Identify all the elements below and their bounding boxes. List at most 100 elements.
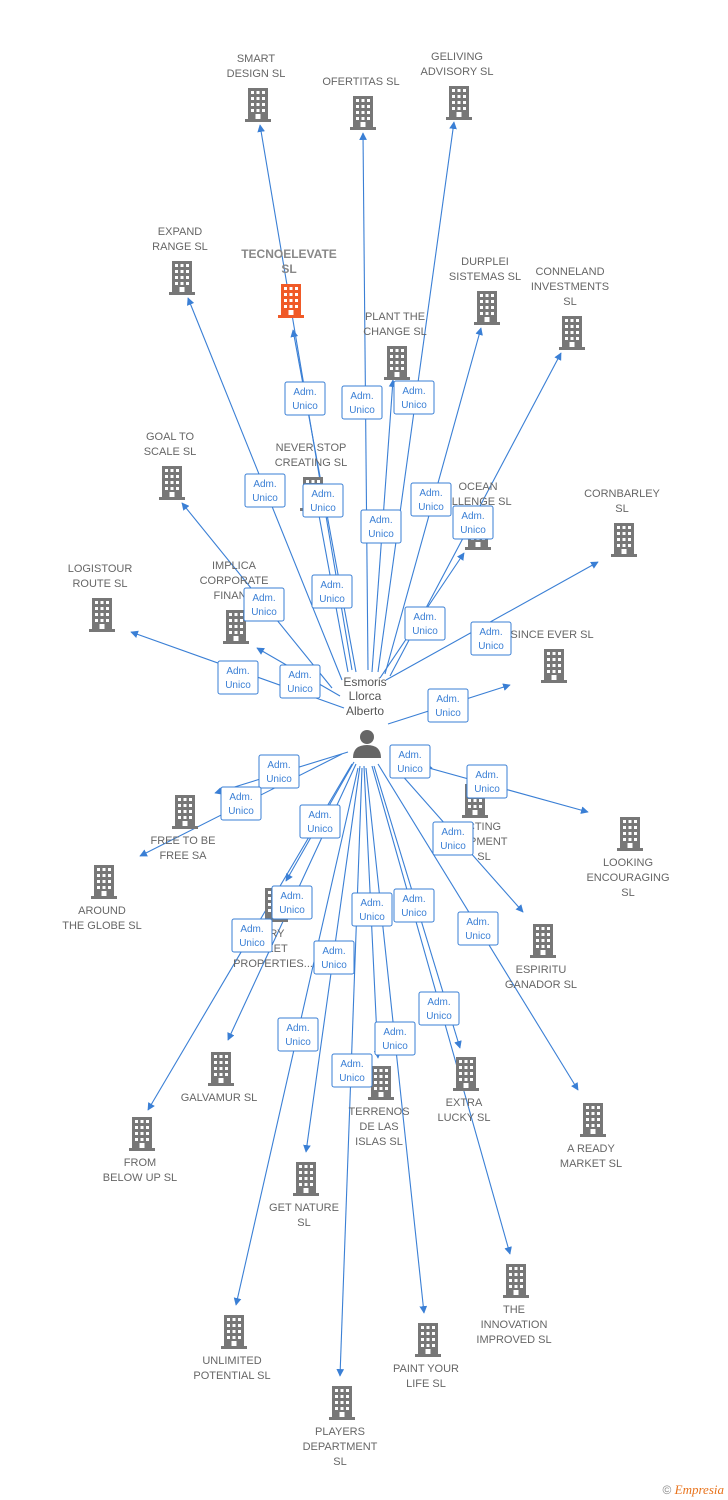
role-badge-goal-to-scale-sl[interactable]: Adm.Unico <box>243 587 285 622</box>
badge-text-line: Unico <box>321 960 347 971</box>
badge-box <box>393 380 435 415</box>
role-badge-since-ever-sl[interactable]: Adm.Unico <box>427 688 469 723</box>
role-badge-expand-range-sl[interactable]: Adm.Unico <box>244 473 286 508</box>
badge-box <box>452 505 494 540</box>
role-badge-durplei-sistemas-sl[interactable]: Adm.Unico <box>410 482 452 517</box>
role-badge-around-the-globe-sl[interactable]: Adm.Unico <box>220 786 262 821</box>
badge-text-line: Unico <box>412 626 438 637</box>
role-badge-cornbarley-sl[interactable]: Adm.Unico <box>470 621 512 656</box>
company-label-line: NEVER STOP <box>276 442 347 454</box>
center-person[interactable]: Esmoris Llorca Alberto <box>343 675 387 758</box>
role-badge-luxury-market-properties[interactable]: Adm.Unico <box>299 804 341 839</box>
role-badge-smart-design-sl[interactable]: Adm.Unico <box>284 381 326 416</box>
badge-text-line: Unico <box>435 708 461 719</box>
company-label-line: ESPIRITU <box>516 964 567 976</box>
role-badge-free-to-be-free-sa[interactable]: Adm.Unico <box>258 754 300 789</box>
badge-text-line: Adm. <box>311 489 334 500</box>
role-badge-logistour-route-sl[interactable]: Adm.Unico <box>217 660 259 695</box>
role-badge-paint-your-life-sl[interactable]: Adm.Unico <box>374 1021 416 1056</box>
company-node-ofertitas-sl[interactable]: OFERTITAS SL <box>322 76 400 130</box>
badge-box <box>311 574 353 609</box>
badge-text-line: Unico <box>465 931 491 942</box>
company-node-since-ever-sl[interactable]: SINCE EVER SL <box>510 629 594 683</box>
company-label-line: SL <box>281 262 296 276</box>
badge-text-line: Adm. <box>253 479 276 490</box>
company-label-line: CHANGE SL <box>363 326 427 338</box>
badge-box <box>313 940 355 975</box>
role-badge-tecnoelevate-sl[interactable]: Adm.Unico <box>302 483 344 518</box>
role-badge-geliving-advisory-sl[interactable]: Adm.Unico <box>393 380 435 415</box>
role-badge-acting-development-sl[interactable]: Adm.Unico <box>389 744 431 779</box>
role-badge-ocean-challenge-sl[interactable]: Adm.Unico <box>404 606 446 641</box>
badge-box <box>457 911 499 946</box>
badge-text-line: Unico <box>418 502 444 513</box>
role-badge-terrenos-de-las-islas-sl[interactable]: Adm.Unico <box>351 892 393 927</box>
role-badge-unlimited-potential-sl[interactable]: Adm.Unico <box>277 1017 319 1052</box>
company-label-line: INVESTMENTS <box>531 281 609 293</box>
role-badge-extra-lucky-sl[interactable]: Adm.Unico <box>393 888 435 923</box>
company-label-line: TECNOELEVATE <box>241 247 337 261</box>
role-badge-a-ready-market-sl[interactable]: Adm.Unico <box>457 911 499 946</box>
badge-text-line: Adm. <box>340 1059 363 1070</box>
company-label-line: ADVISORY SL <box>421 66 494 78</box>
building-icon <box>474 291 500 325</box>
company-label-line: OFERTITAS SL <box>322 76 399 88</box>
role-badge-looking-encouraging-sl[interactable]: Adm.Unico <box>466 764 508 799</box>
role-badge-espiritu-ganador-sl[interactable]: Adm.Unico <box>432 821 474 856</box>
company-label-line: BELOW UP SL <box>103 1172 177 1184</box>
company-node-galvamur-sl[interactable]: GALVAMUR SL <box>181 1052 258 1104</box>
badge-text-line: Unico <box>460 525 486 536</box>
badge-box <box>220 786 262 821</box>
role-badge-plant-the-change-sl[interactable]: Adm.Unico <box>360 509 402 544</box>
role-badge-galvamur-sl[interactable]: Adm.Unico <box>271 885 313 920</box>
role-badge-get-nature-sl[interactable]: Adm.Unico <box>313 940 355 975</box>
badge-text-line: Adm. <box>267 760 290 771</box>
badge-text-line: Adm. <box>398 750 421 761</box>
badge-text-line: Unico <box>382 1041 408 1052</box>
role-badge-from-below-up-sl[interactable]: Adm.Unico <box>231 918 273 953</box>
role-badge-conneland-investments-sl[interactable]: Adm.Unico <box>452 505 494 540</box>
badge-text-line: Unico <box>401 908 427 919</box>
badge-text-line: Adm. <box>226 666 249 677</box>
badge-text-line: Unico <box>285 1037 311 1048</box>
badge-text-line: Adm. <box>369 515 392 526</box>
role-badge-players-department-sl[interactable]: Adm.Unico <box>331 1053 373 1088</box>
role-badge-implica-corporate-finance[interactable]: Adm.Unico <box>279 664 321 699</box>
building-icon <box>611 523 637 557</box>
badge-text-line: Unico <box>319 594 345 605</box>
company-label-line: LUCKY SL <box>438 1112 491 1124</box>
role-badge-ofertitas-sl[interactable]: Adm.Unico <box>341 385 383 420</box>
company-label-line: SL <box>563 296 576 308</box>
company-label-line: DE LAS <box>359 1121 398 1133</box>
role-badge-never-stop-creating-sl[interactable]: Adm.Unico <box>311 574 353 609</box>
badge-box <box>410 482 452 517</box>
badge-text-line: Unico <box>228 806 254 817</box>
role-badge-the-innovation-improved-sl[interactable]: Adm.Unico <box>418 991 460 1026</box>
